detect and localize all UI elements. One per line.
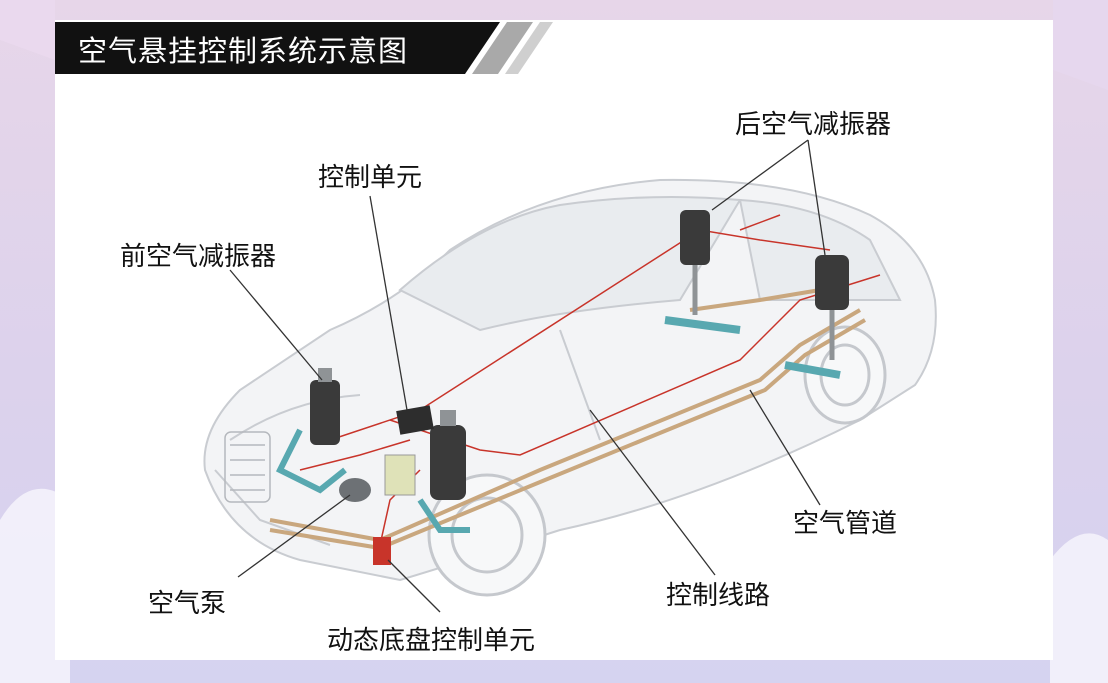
title-bar bbox=[55, 22, 553, 74]
label-air-pump: 空气泵 bbox=[148, 589, 227, 619]
front-left-strut bbox=[275, 368, 347, 494]
grille bbox=[224, 431, 271, 503]
control-unit-box bbox=[396, 405, 434, 435]
label-front-air-shock: 前空气减振器 bbox=[120, 242, 277, 272]
label-control-line: 控制线路 bbox=[666, 581, 771, 611]
label-dynamic-chassis-unit: 动态底盘控制单元 bbox=[327, 626, 536, 656]
leader-lines bbox=[229, 139, 826, 613]
page-title: 空气悬挂控制系统示意图 bbox=[78, 34, 409, 68]
front-right-strut bbox=[417, 410, 470, 533]
label-rear-air-shock: 后空气减振器 bbox=[735, 110, 892, 140]
rear-right-strut bbox=[784, 255, 849, 379]
air-pipes bbox=[269, 288, 867, 551]
dynamic-chassis-unit-box bbox=[373, 537, 391, 565]
rear-left-strut bbox=[664, 210, 741, 334]
air-pump bbox=[339, 454, 416, 502]
label-control-unit: 控制单元 bbox=[318, 163, 423, 193]
label-air-pipe: 空气管道 bbox=[793, 509, 898, 539]
